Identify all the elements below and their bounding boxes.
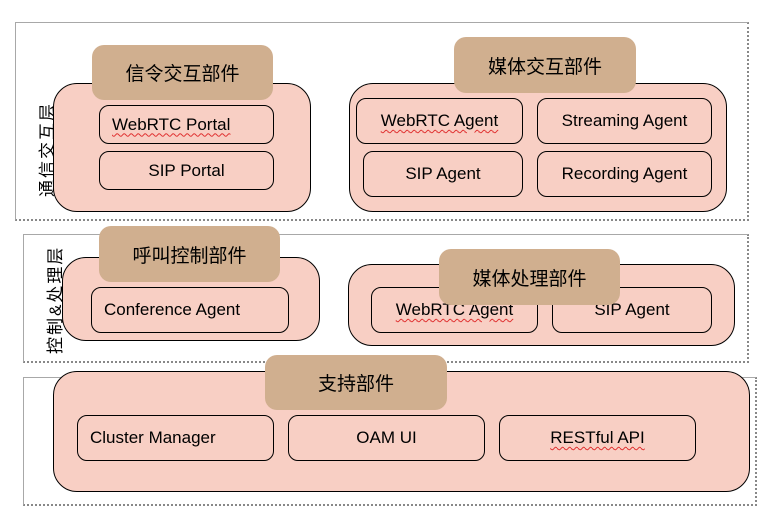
- oam-ui: OAM UI: [288, 415, 485, 461]
- streaming-agent: Streaming Agent: [537, 98, 712, 144]
- signaling-group-title: 信令交互部件: [92, 45, 273, 100]
- call-control-group-title: 呼叫控制部件: [99, 226, 280, 282]
- signaling-group: [53, 83, 311, 212]
- restful-api: RESTful API: [499, 415, 696, 461]
- sip-portal: SIP Portal: [99, 151, 274, 190]
- support-group-title: 支持部件: [265, 355, 447, 410]
- webrtc-agent: WebRTC Agent: [356, 98, 523, 144]
- processing-sip-agent: SIP Agent: [552, 287, 712, 333]
- sip-agent: SIP Agent: [363, 151, 523, 197]
- conference-agent: Conference Agent: [91, 287, 289, 333]
- webrtc-portal: WebRTC Portal: [99, 105, 274, 144]
- media-processing-group-title: 媒体处理部件: [439, 249, 620, 305]
- media-interaction-group-title: 媒体交互部件: [454, 37, 636, 93]
- recording-agent: Recording Agent: [537, 151, 712, 197]
- cluster-manager: Cluster Manager: [77, 415, 274, 461]
